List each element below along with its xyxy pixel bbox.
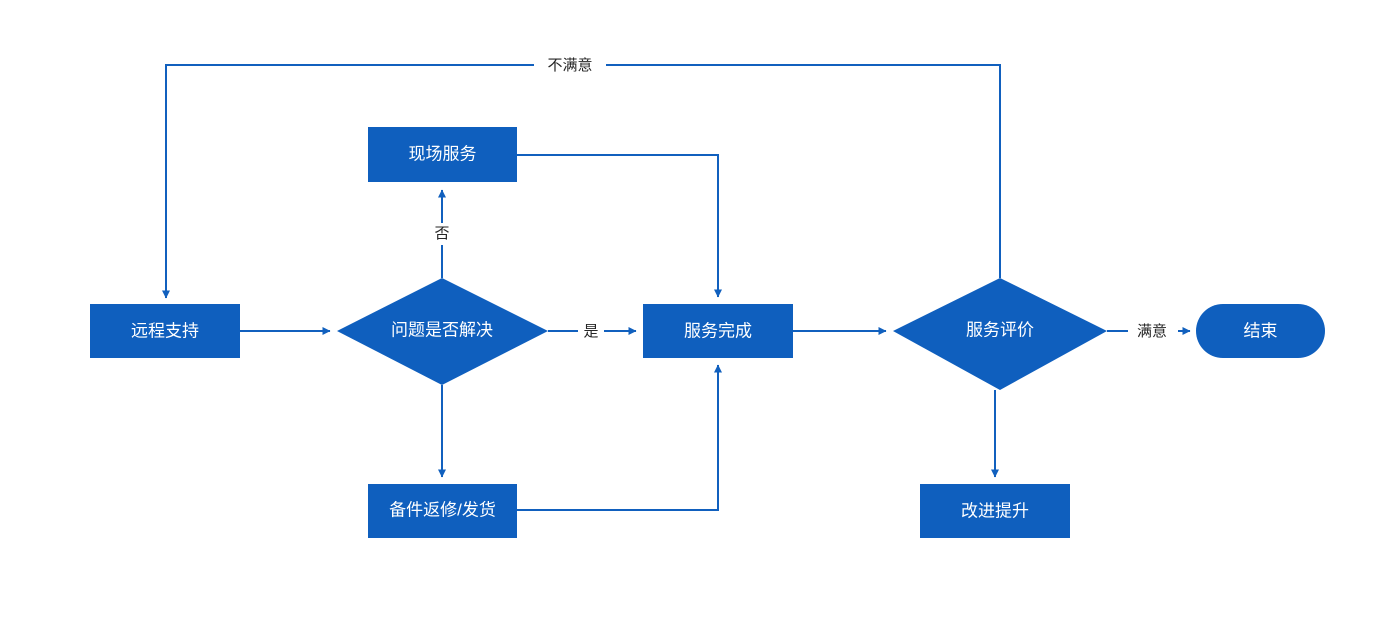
node-service-done[interactable]: 服务完成 (643, 304, 793, 358)
node-label-service-review: 服务评价 (966, 320, 1034, 339)
edge-label-dissatisfied: 不满意 (534, 53, 606, 77)
node-label-remote-support: 远程支持 (131, 321, 199, 340)
node-parts-repair[interactable]: 备件返修/发货 (368, 484, 517, 538)
node-label-problem-solved: 问题是否解决 (391, 320, 493, 339)
node-onsite-service[interactable]: 现场服务 (368, 127, 517, 182)
node-remote-support[interactable]: 远程支持 (90, 304, 240, 358)
edge-review-to-remote-support (162, 64, 1001, 299)
edge-label-no-text: 否 (434, 225, 449, 242)
edge-label-no: 否 (429, 223, 455, 245)
node-improvement[interactable]: 改进提升 (920, 484, 1070, 538)
node-label-parts-repair: 备件返修/发货 (389, 500, 496, 519)
edge-onsite-service-to-service-done (517, 154, 722, 298)
edge-label-yes-text: 是 (583, 323, 598, 340)
node-service-review[interactable]: 服务评价 (893, 278, 1107, 390)
edge-label-satisfied-text: 满意 (1137, 322, 1167, 340)
edge-label-satisfied: 满意 (1137, 322, 1167, 340)
node-label-end: 结束 (1244, 321, 1278, 340)
node-label-improvement: 改进提升 (961, 501, 1029, 520)
edge-label-dissatisfied-text: 不满意 (547, 56, 592, 74)
node-label-service-done: 服务完成 (684, 321, 752, 340)
edge-label-yes: 是 (578, 321, 604, 343)
node-problem-solved[interactable]: 问题是否解决 (337, 278, 548, 385)
node-end[interactable]: 结束 (1196, 304, 1325, 358)
edge-parts-repair-to-service-done (517, 364, 722, 511)
node-label-onsite-service: 现场服务 (409, 144, 477, 163)
